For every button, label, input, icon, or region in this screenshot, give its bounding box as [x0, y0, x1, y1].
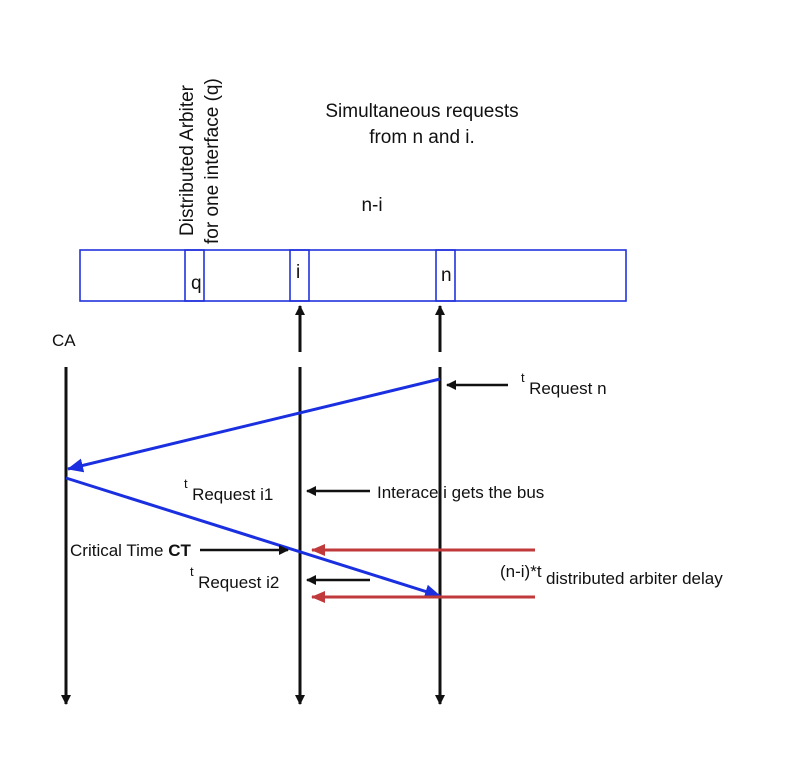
arbiter-rotated-label: Distributed Arbiter for one interface (q… — [177, 78, 223, 244]
distance-label: n-i — [361, 195, 382, 216]
request-signal-n-to-ca — [67, 377, 441, 473]
request-i2-label: t Request i2 — [190, 563, 279, 592]
diagram-title-line1: Simultaneous requests — [325, 101, 518, 122]
request-n-label: t Request n — [521, 369, 607, 398]
bus-cell-q-label: q — [191, 273, 202, 294]
bus-outline — [79, 249, 627, 302]
grant-signal-ca-to-n — [65, 476, 441, 599]
bus-cell-q — [184, 249, 205, 302]
arbiter-label-line2: for one interface (q) — [202, 78, 223, 244]
request-i1-label: t Request i1 — [184, 475, 273, 504]
bus-box: q i n — [79, 249, 627, 302]
arbiter-delay-label: (n-i)*t distributed arbiter delay — [500, 562, 723, 588]
bus-grant-label: Interace i gets the bus — [377, 483, 544, 502]
critical-time-label: Critical Time CT — [70, 541, 192, 560]
bus-cell-n-label: n — [441, 265, 452, 286]
diagram-title-line2: from n and i. — [369, 127, 475, 148]
bus-cell-n — [435, 249, 456, 302]
ca-label: CA — [52, 331, 76, 350]
arbiter-label-line1: Distributed Arbiter — [177, 84, 198, 236]
bus-cell-i — [289, 249, 310, 302]
bus-cell-i-label: i — [296, 262, 300, 283]
